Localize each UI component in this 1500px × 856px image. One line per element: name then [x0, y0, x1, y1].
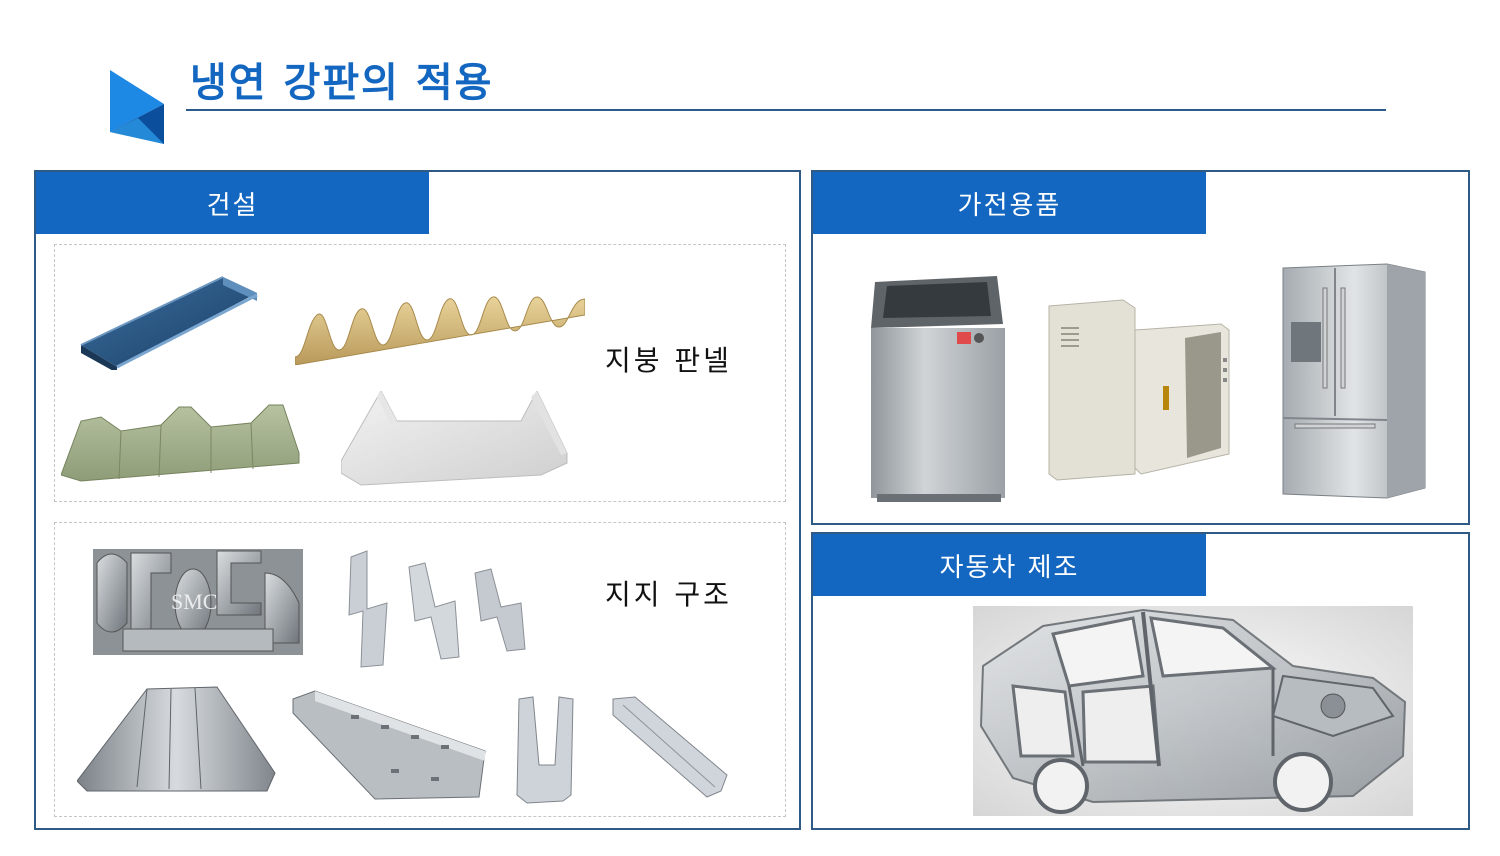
appliances-header: 가전용품 [813, 172, 1206, 234]
logo-arrow-icon [110, 70, 164, 144]
hat-channel-image [516, 696, 574, 804]
drywall-stud-image [612, 696, 728, 798]
appliances-panel: 가전용품 [811, 170, 1470, 525]
corrugated-sheet-image [295, 296, 585, 365]
floor-deck-image [77, 686, 276, 792]
page-title: 냉연 강판의 적용 [190, 60, 494, 106]
smc-watermark-text: SMC [171, 589, 217, 614]
trapezoidal-panel-image [61, 404, 300, 482]
white-roof-panel-image [341, 391, 568, 486]
roof-panel-label: 지붕 판넬 [605, 344, 732, 377]
support-structure-group: SMC [54, 522, 786, 817]
automotive-header: 자동차 제조 [813, 534, 1206, 596]
support-structure-label: 지지 구조 [605, 578, 732, 611]
channel-purlin-image [474, 568, 526, 652]
c-purlin-image [408, 562, 460, 660]
construction-header: 건설 [36, 172, 429, 234]
standing-seam-panel-image [80, 276, 258, 370]
title-rule [186, 109, 1386, 111]
metal-profiles-image: SMC [93, 549, 303, 655]
car-body-frame-image [973, 606, 1413, 816]
automotive-panel: 자동차 제조 [811, 532, 1470, 830]
washing-machine-image [871, 276, 1005, 502]
roof-panel-group: 지붕 판넬 [54, 244, 786, 502]
refrigerator-image [1282, 263, 1426, 499]
electrical-cabinet-image [1048, 299, 1230, 481]
cable-tray-image [292, 690, 486, 800]
z-purlin-image [348, 550, 388, 668]
construction-panel: 건설 지붕 [34, 170, 801, 830]
